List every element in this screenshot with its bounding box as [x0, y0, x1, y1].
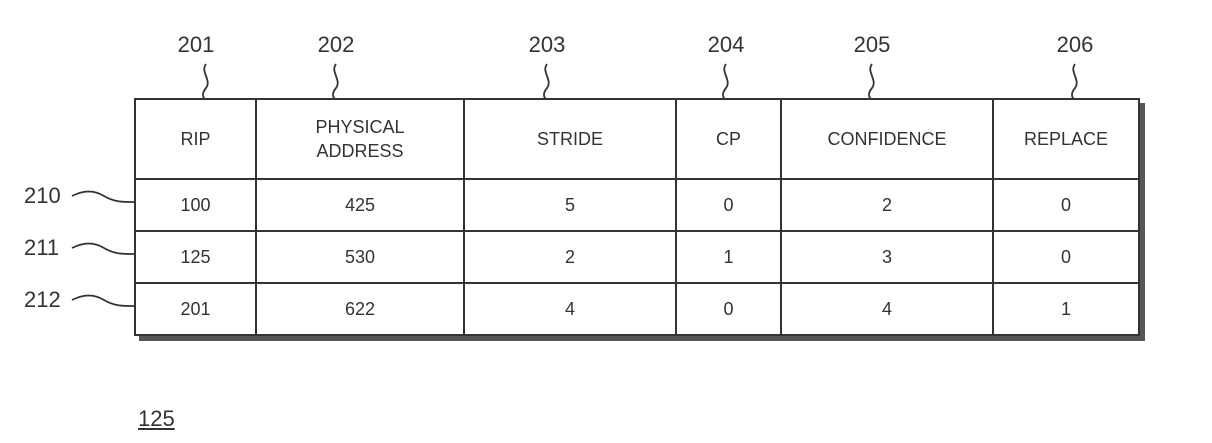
cell-replace: 0 — [992, 178, 1140, 232]
header-replace: REPLACE — [992, 98, 1140, 180]
cell-stride: 5 — [463, 178, 677, 232]
header-rip: RIP — [134, 98, 257, 180]
cell-rip: 125 — [134, 230, 257, 284]
cell-physical-address: 622 — [255, 282, 465, 336]
cell-replace: 1 — [992, 282, 1140, 336]
column-leader-cp — [722, 63, 729, 101]
header-rip-label: RIP — [180, 129, 211, 149]
cell-cp: 1 — [675, 230, 782, 284]
row-leader-212 — [71, 294, 135, 307]
row-ref-210: 210 — [24, 183, 61, 208]
column-ref-physical-address: 202 — [317, 32, 355, 57]
header-replace-label: REPLACE — [1023, 129, 1109, 149]
header-confidence: CONFIDENCE — [780, 98, 994, 180]
header-stride: STRIDE — [463, 98, 677, 180]
header-physical-address: PHYSICAL ADDRESS — [255, 98, 465, 180]
header-stride-label: STRIDE — [536, 129, 603, 149]
column-ref-confidence: 205 — [853, 32, 891, 57]
figure-label: 125 — [138, 406, 175, 431]
cell-stride: 4 — [463, 282, 677, 336]
table-row: 125 530 2 1 3 0 — [134, 230, 1140, 284]
cell-confidence: 3 — [780, 230, 994, 284]
cell-confidence: 2 — [780, 178, 994, 232]
cell-cp: 0 — [675, 282, 782, 336]
cell-replace: 0 — [992, 230, 1140, 284]
column-ref-replace: 206 — [1056, 32, 1094, 57]
cell-confidence: 4 — [780, 282, 994, 336]
header-cp-label: CP — [715, 129, 741, 149]
row-leader-211 — [71, 242, 135, 255]
cell-cp: 0 — [675, 178, 782, 232]
column-ref-cp: 204 — [707, 32, 745, 57]
row-ref-211: 211 — [24, 235, 60, 260]
cell-physical-address: 530 — [255, 230, 465, 284]
column-leader-stride — [543, 63, 550, 101]
table-row: 201 622 4 0 4 1 — [134, 282, 1140, 336]
header-row: RIP PHYSICAL ADDRESS STRIDE CP CONFIDENC… — [134, 98, 1140, 180]
column-leader-replace — [1071, 63, 1078, 101]
row-leader-210 — [71, 190, 135, 203]
prefetch-table: RIP PHYSICAL ADDRESS STRIDE CP CONFIDENC… — [134, 98, 1140, 336]
cell-physical-address: 425 — [255, 178, 465, 232]
cell-stride: 2 — [463, 230, 677, 284]
column-leader-physical-address — [332, 63, 339, 101]
column-ref-stride: 203 — [528, 32, 566, 57]
column-leader-confidence — [868, 63, 875, 101]
column-ref-rip: 201 — [177, 32, 215, 57]
cell-rip: 201 — [134, 282, 257, 336]
prefetch-table-container: RIP PHYSICAL ADDRESS STRIDE CP CONFIDENC… — [134, 98, 1140, 336]
column-leader-rip — [202, 63, 209, 101]
row-ref-212: 212 — [24, 287, 61, 312]
header-confidence-label: CONFIDENCE — [827, 129, 947, 149]
table-row: 100 425 5 0 2 0 — [134, 178, 1140, 232]
header-cp: CP — [675, 98, 782, 180]
cell-rip: 100 — [134, 178, 257, 232]
header-physical-address-label: PHYSICAL ADDRESS — [315, 117, 405, 161]
